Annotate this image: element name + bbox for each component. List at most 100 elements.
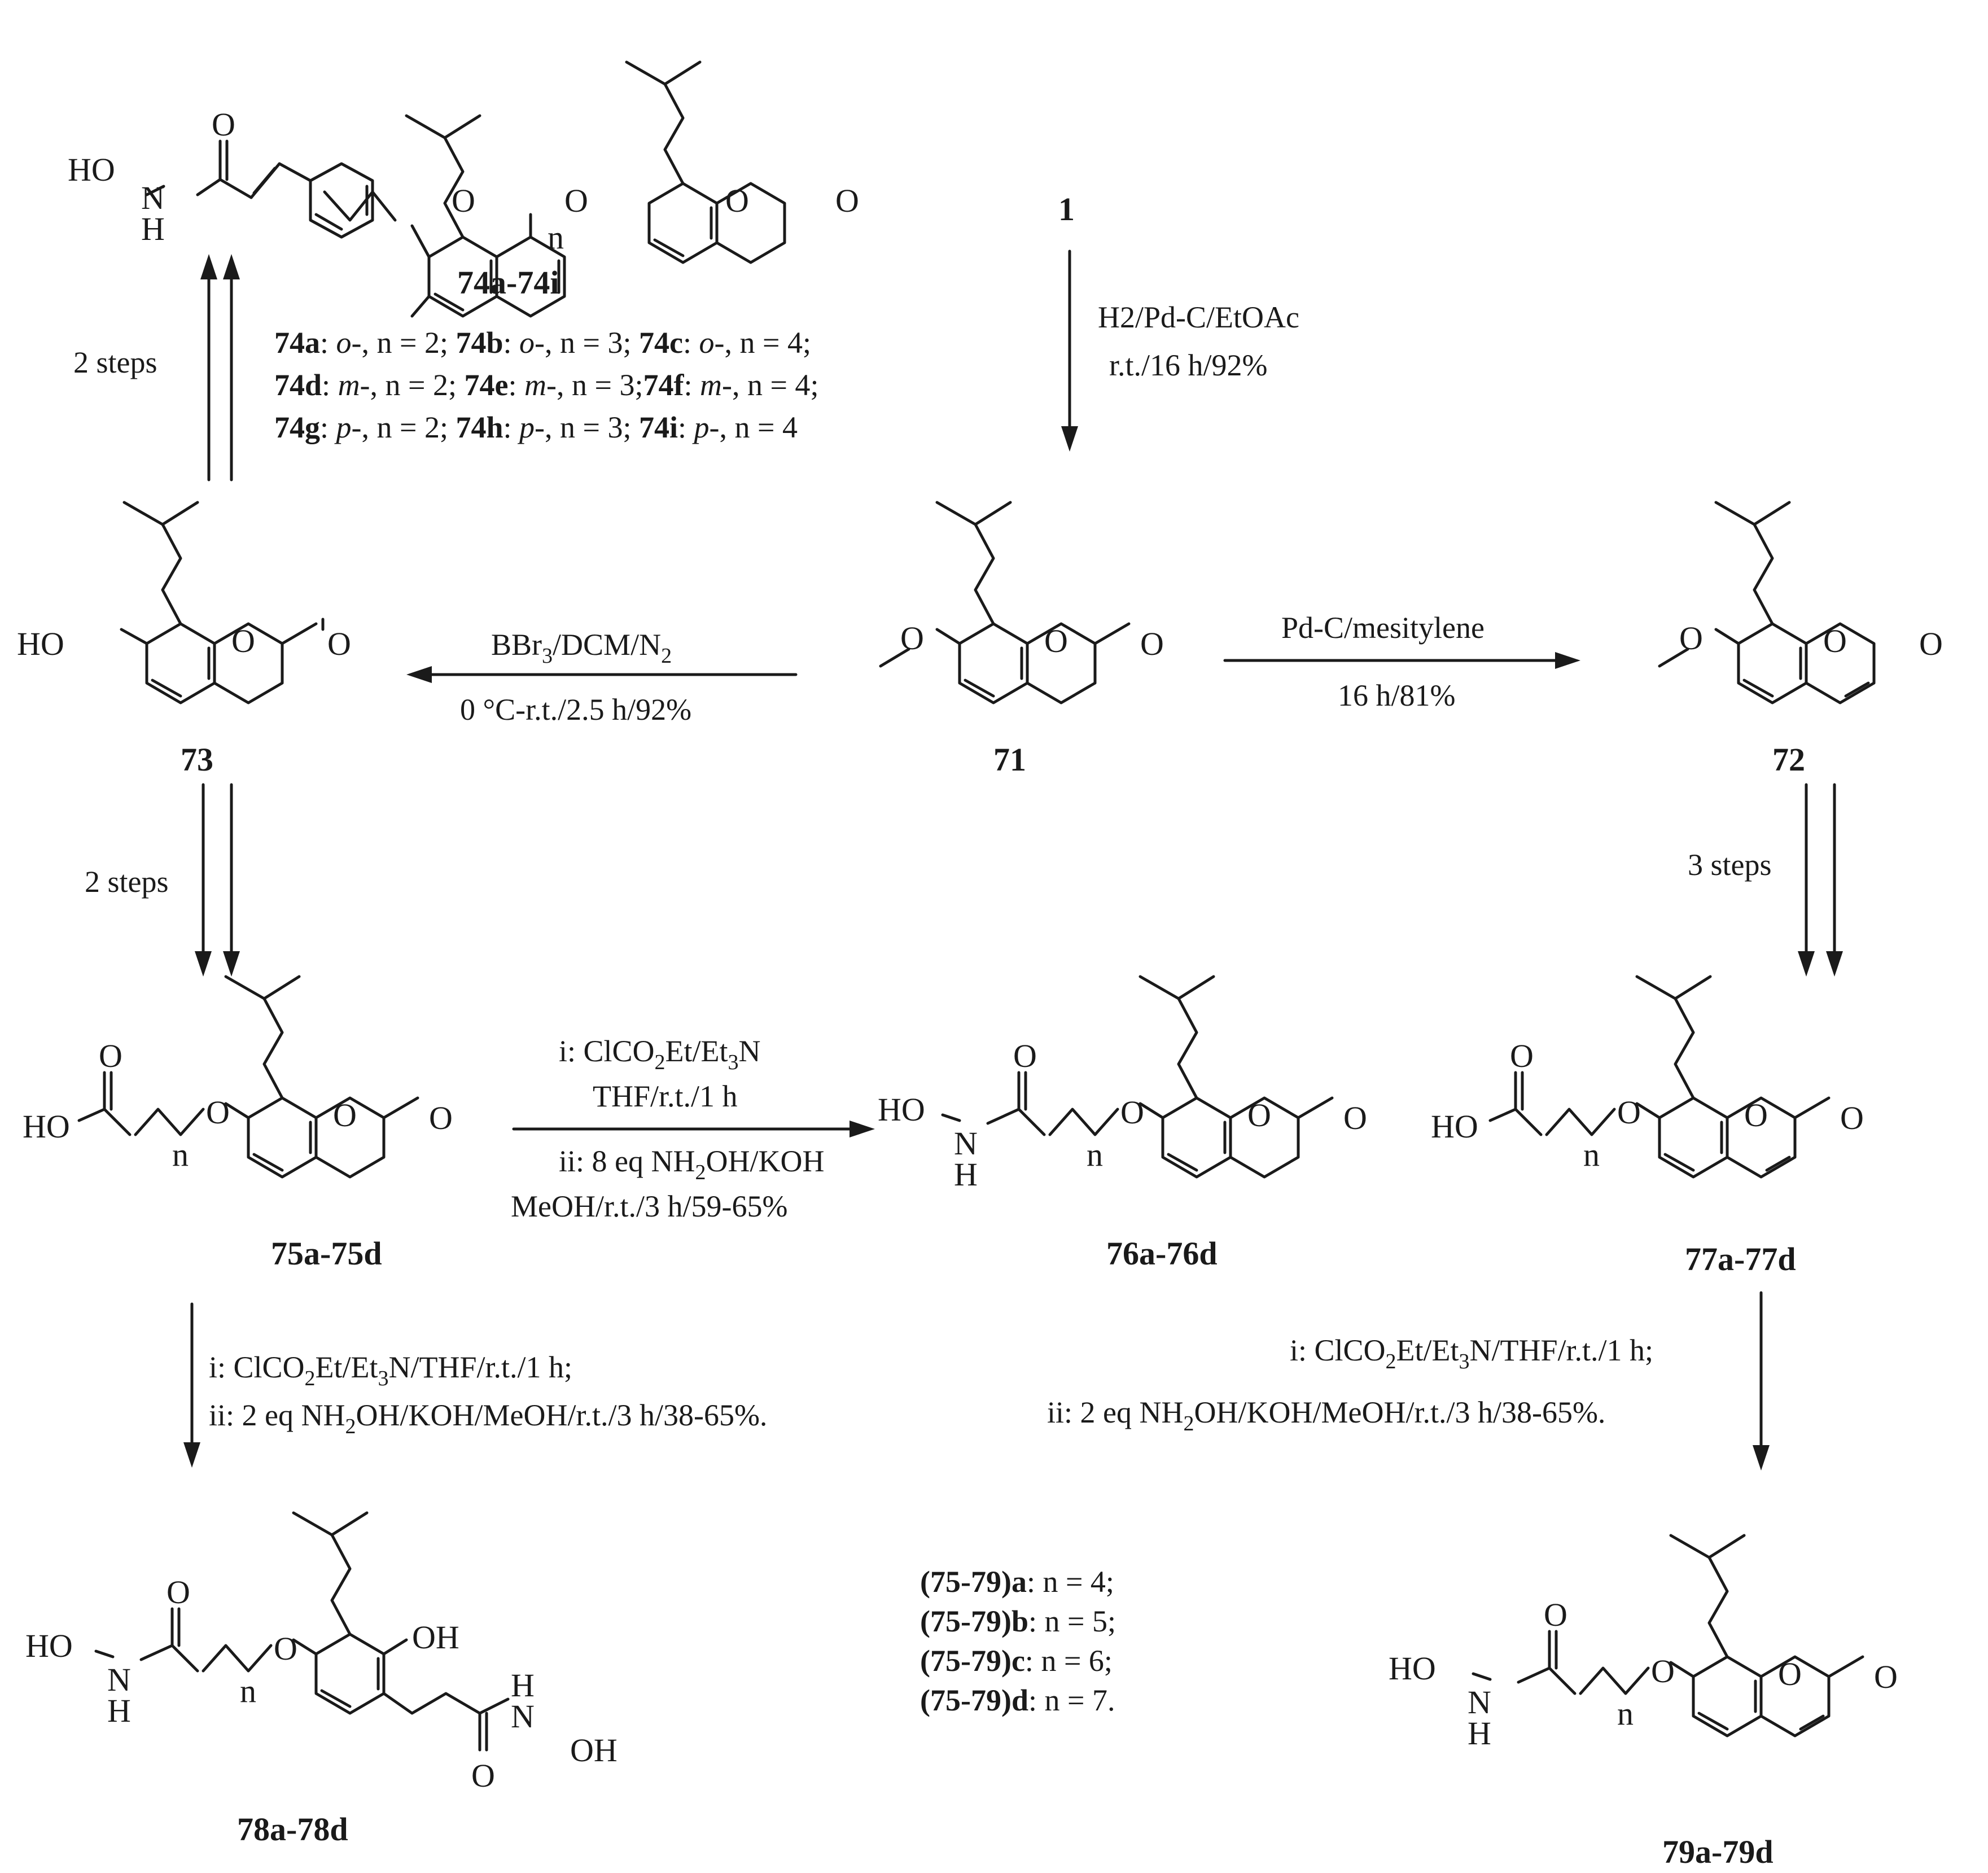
atom-HO: HO [1431,1108,1478,1145]
atom-O: O [1919,625,1943,662]
compound-77-structure [1488,977,1831,1179]
cond-amidation76-2: THF/r.t./1 h [593,1079,738,1113]
cond-hydrogenation-2: r.t./16 h/92% [1109,348,1268,382]
svg-text:(75-79)b: n = 5;: (75-79)b: n = 5; [920,1604,1116,1638]
cond-demethylation-1: BBr3/DCM/N2 [491,628,672,668]
atom-O: O [1840,1100,1864,1136]
atom-H: H [954,1156,978,1193]
compound-79-structure [1472,1535,1864,1738]
atom-O: O [429,1100,453,1136]
compound-71-structure [879,502,1131,704]
atom-O: O [206,1094,230,1131]
cond-amidation76-4: MeOH/r.t./3 h/59-65% [511,1189,787,1223]
atom-n: n [1617,1695,1634,1732]
arrow-77-to-79 [1753,1291,1770,1471]
atom-OH: OH [570,1732,618,1769]
atom-N: N [954,1125,978,1162]
label-77: 77a-77d [1685,1241,1796,1277]
atom-O: O [564,182,588,219]
atom-O: O [231,623,255,659]
atom-HO: HO [17,625,64,662]
atom-OH: OH [412,1619,459,1656]
atom-O: O [835,182,859,219]
atom-O: O [1544,1596,1567,1633]
atom-O: O [725,182,749,219]
atom-O: O [1744,1097,1768,1134]
steps-74: 2 steps [73,345,157,379]
atom-O: O [274,1630,297,1667]
arrow-73-to-74 [200,254,240,482]
atom-H: H [141,211,165,247]
label-1: 1 [1058,191,1075,227]
svg-text:74g: p-, n = 2; 74h: p-, n = 3: 74g: p-, n = 2; 74h: p-, n = 3; 74i: p-,… [274,410,798,444]
arrow-72-to-77 [1798,783,1843,977]
cond-amidation76-1: i: ClCO2Et/Et3N [559,1034,761,1074]
svg-text:74d: m-, n = 2; 74e: m-, n = 3: 74d: m-, n = 2; 74e: m-, n = 3;74f: m-, … [274,368,818,402]
atom-O: O [167,1574,190,1611]
compound-72-structure [1658,502,1876,704]
atom-HO: HO [1389,1650,1436,1687]
arrow-75-to-78 [183,1302,200,1468]
atom-O: O [900,620,924,657]
arrow-71-to-73 [406,666,798,683]
compound-73-structure [120,502,325,704]
label-73: 73 [181,741,213,778]
svg-text:(75-79)d: n = 7.: (75-79)d: n = 7. [920,1683,1115,1717]
atom-H: H [511,1667,535,1704]
cond-amidation76-3: ii: 8 eq NH2OH/KOH [559,1144,824,1184]
atom-n: n [1087,1136,1103,1173]
label-75: 75a-75d [271,1235,382,1272]
label-74: 74a-74i [457,264,559,301]
cond-demethylation-2: 0 °C-r.t./2.5 h/92% [460,693,691,727]
atom-O: O [1651,1653,1675,1690]
atom-n: n [240,1673,256,1709]
series-75-79-legend: (75-79)a: n = 4; (75-79)b: n = 5; (75-79… [920,1565,1116,1717]
atom-O: O [1617,1094,1641,1131]
label-79: 79a-79d [1662,1833,1774,1870]
atom-H: H [107,1692,131,1729]
arrow-1-to-71 [1061,250,1078,452]
atom-HO: HO [878,1091,925,1128]
cond-amidation79-2: ii: 2 eq NH2OH/KOH/MeOH/r.t./3 h/38-65%. [1047,1395,1605,1436]
atom-O: O [1140,625,1164,662]
atom-H: H [1468,1715,1491,1752]
compound-78-structure [94,1513,510,1752]
svg-text:74a: o-, n = 2; 74b: o-, n = 3: 74a: o-, n = 2; 74b: o-, n = 3; 74c: o-,… [274,326,811,360]
svg-text:(75-79)a: n = 4;: (75-79)a: n = 4; [920,1565,1114,1599]
label-78: 78a-78d [237,1811,348,1848]
arrow-71-to-72 [1223,652,1580,669]
atom-O: O [1778,1656,1802,1692]
atom-O: O [99,1038,122,1074]
arrow-73-to-75 [195,783,240,977]
atom-n: n [548,219,564,256]
steps-75: 2 steps [85,865,169,899]
label-72: 72 [1772,741,1805,778]
svg-text:(75-79)c: n = 6;: (75-79)c: n = 6; [920,1644,1113,1678]
atom-n: n [1583,1136,1600,1173]
atom-O: O [1343,1100,1367,1136]
atom-n: n [172,1136,189,1173]
series-74-legend: 74a: o-, n = 2; 74b: o-, n = 3; 74c: o-,… [274,326,818,444]
arrow-75-to-76 [512,1121,875,1137]
atom-O: O [327,625,351,662]
cond-hydrogenation-1: H2/Pd-C/EtOAc [1098,300,1299,334]
atom-HO: HO [68,151,115,188]
atom-HO: HO [23,1108,70,1145]
atom-N: N [1468,1684,1491,1721]
compound-76-structure [941,977,1334,1179]
label-71: 71 [993,741,1026,778]
atom-O: O [333,1097,357,1134]
cond-amidation78-2: ii: 2 eq NH2OH/KOH/MeOH/r.t./3 h/38-65%. [209,1398,767,1438]
atom-O: O [452,182,475,219]
steps-77: 3 steps [1688,848,1772,882]
atom-O: O [1247,1097,1271,1134]
atom-O: O [1013,1038,1037,1074]
atom-O: O [1874,1658,1898,1695]
compound-74-core [627,62,786,264]
atom-N: N [141,180,165,216]
cond-amidation78-1: i: ClCO2Et/Et3N/THF/r.t./1 h; [209,1350,572,1390]
compound-74-structure [145,116,566,318]
cond-dehydrogenation-2: 16 h/81% [1338,679,1456,712]
atom-N: N [511,1698,535,1735]
